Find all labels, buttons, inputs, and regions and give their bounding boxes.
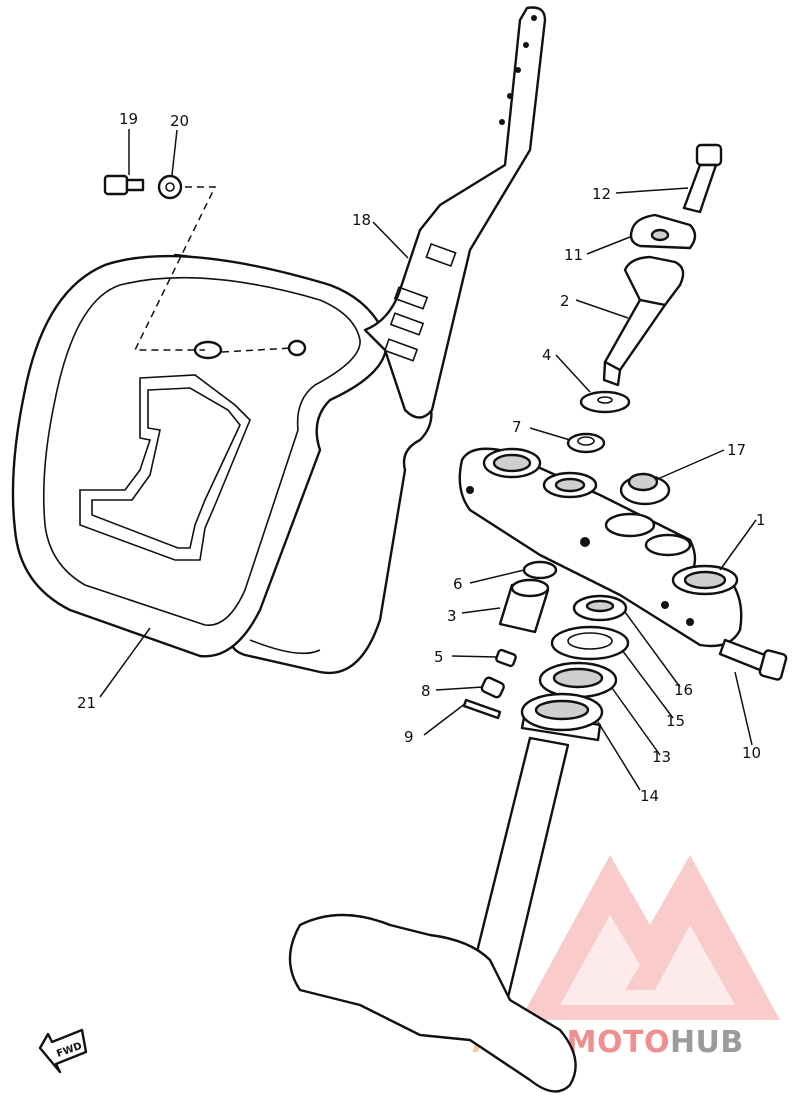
callout-13: 13 <box>652 748 671 766</box>
bearing-cover-15 <box>550 625 630 661</box>
under-bracket <box>288 736 577 1093</box>
upper-bracket <box>458 447 743 648</box>
handlebar-holder-lower <box>602 255 685 387</box>
bolt-10 <box>718 638 788 681</box>
screw-alignment-line <box>133 186 217 351</box>
callout-labels: 1 2 3 4 5 6 7 8 9 10 11 12 13 14 15 16 1… <box>77 110 766 805</box>
washer-20 <box>157 174 183 200</box>
handlebar-holder-upper <box>629 213 697 250</box>
leader-lines <box>99 129 757 791</box>
callout-7: 7 <box>512 418 522 436</box>
callout-3: 3 <box>447 607 457 625</box>
callout-19: 19 <box>119 110 138 128</box>
callout-14: 14 <box>640 787 659 805</box>
bolt-12 <box>682 143 723 214</box>
callout-8: 8 <box>421 682 431 700</box>
callout-10: 10 <box>742 744 761 762</box>
callout-4: 4 <box>542 346 552 364</box>
callout-5: 5 <box>434 648 444 666</box>
callout-17: 17 <box>727 441 746 459</box>
callout-9: 9 <box>404 728 414 746</box>
screw-19 <box>103 174 145 196</box>
callout-1: 1 <box>756 511 766 529</box>
number-plate <box>11 253 433 675</box>
callout-2: 2 <box>560 292 570 310</box>
plate-grommet <box>287 339 307 357</box>
callout-20: 20 <box>170 112 189 130</box>
callout-18: 18 <box>352 211 371 229</box>
callout-16: 16 <box>674 681 693 699</box>
nut-8 <box>480 676 505 699</box>
bearing-race-14 <box>520 692 604 742</box>
callout-12: 12 <box>592 185 611 203</box>
callout-11: 11 <box>564 246 583 264</box>
nut-6 <box>522 560 558 580</box>
bolt-9 <box>462 698 502 720</box>
cap-17 <box>619 472 671 506</box>
callout-21: 21 <box>77 694 96 712</box>
callout-15: 15 <box>666 712 685 730</box>
fwd-direction-arrow: FWD <box>38 1028 88 1074</box>
collar-3 <box>498 578 550 634</box>
callout-6: 6 <box>453 575 463 593</box>
nut-5 <box>495 648 517 668</box>
washer-4 <box>579 390 631 414</box>
plate-stay <box>363 6 547 419</box>
damper-7 <box>566 432 606 454</box>
bearing-13 <box>538 661 618 699</box>
ring-nut-16 <box>572 594 628 622</box>
